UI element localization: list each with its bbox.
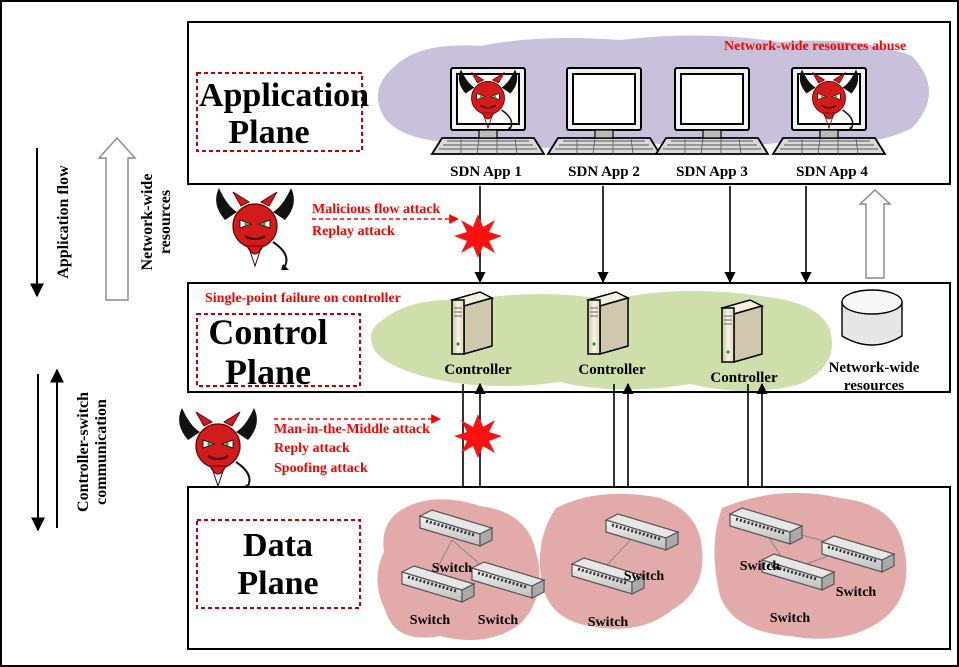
data-plane-title: Data — [243, 527, 313, 564]
network-wide-resources-side-label: Network-wide — [139, 174, 156, 271]
controller-2-label: Controller — [578, 362, 646, 378]
control-plane-title-box — [196, 313, 361, 387]
switch-label: Switch — [588, 615, 629, 630]
single-point-failure-label: Single-point failure on controller — [205, 291, 401, 306]
control-plane: Single-point failure on controller Contr… — [187, 282, 951, 394]
controller-switch-label-2: communication — [93, 399, 110, 505]
control-data-attack: Man-in-the-Middle attack Reply attack Sp… — [178, 407, 502, 491]
application-plane-title-2: Plane — [228, 114, 309, 151]
controller-3-label: Controller — [710, 370, 778, 386]
data-plane-title-2: Plane — [237, 565, 318, 602]
replay-attack-label: Replay attack — [312, 224, 395, 239]
controller-1-label: Controller — [444, 362, 512, 378]
sdn-app-4-label: SDN App 4 — [796, 164, 868, 180]
switch-label: Switch — [836, 585, 877, 600]
switch-label: Switch — [478, 613, 519, 628]
malicious-flow-attack-label: Malicious flow attack — [312, 202, 441, 217]
network-wide-resources-label: Network-wide — [829, 360, 920, 376]
application-plane-title-box — [196, 72, 363, 152]
controller-2 — [587, 291, 629, 355]
control-plane-title-2: Plane — [225, 352, 311, 392]
spoofing-attack-label: Spoofing attack — [274, 461, 368, 476]
resources-up-hollow-arrow — [858, 189, 892, 279]
sdn-app-1-label: SDN App 1 — [450, 164, 522, 180]
sdn-app-2-label: SDN App 2 — [568, 164, 640, 180]
switch-label: Switch — [740, 559, 781, 574]
network-wide-resources-hollow-arrow — [97, 136, 137, 301]
application-plane-title: Application — [199, 77, 369, 114]
sidebar: Application flow Network-wide resources … — [30, 136, 174, 532]
app-control-links — [474, 186, 892, 284]
controller-switch-label: Controller-switch — [75, 392, 92, 512]
controller-3 — [721, 299, 763, 363]
app-control-attack: Malicious flow attack Replay attack — [215, 187, 502, 271]
sdn-app-3-label: SDN App 3 — [676, 164, 748, 180]
application-plane: Network-wide resources abuse Application… — [187, 21, 951, 185]
application-flow-label: Application flow — [55, 165, 72, 279]
switch-label: Switch — [770, 611, 811, 626]
data-cloud-1 — [377, 499, 540, 640]
controller-1 — [451, 291, 493, 355]
switch-label: Switch — [410, 613, 451, 628]
network-wide-resources-label-2: resources — [844, 378, 904, 394]
switch-label: Switch — [432, 561, 473, 576]
network-wide-resources-side-label-2: resources — [157, 190, 174, 254]
data-plane: Data Plane Switch Switch Switch Switch S… — [187, 486, 951, 650]
mitm-attack-label: Man-in-the-Middle attack — [274, 422, 430, 437]
reply-attack-label: Reply attack — [274, 441, 350, 456]
data-plane-title-box — [196, 519, 361, 609]
network-wide-resources-abuse-label: Network-wide resources abuse — [724, 39, 906, 54]
control-plane-title: Control — [208, 312, 327, 352]
database-icon — [841, 289, 903, 346]
switch-label: Switch — [624, 569, 665, 584]
